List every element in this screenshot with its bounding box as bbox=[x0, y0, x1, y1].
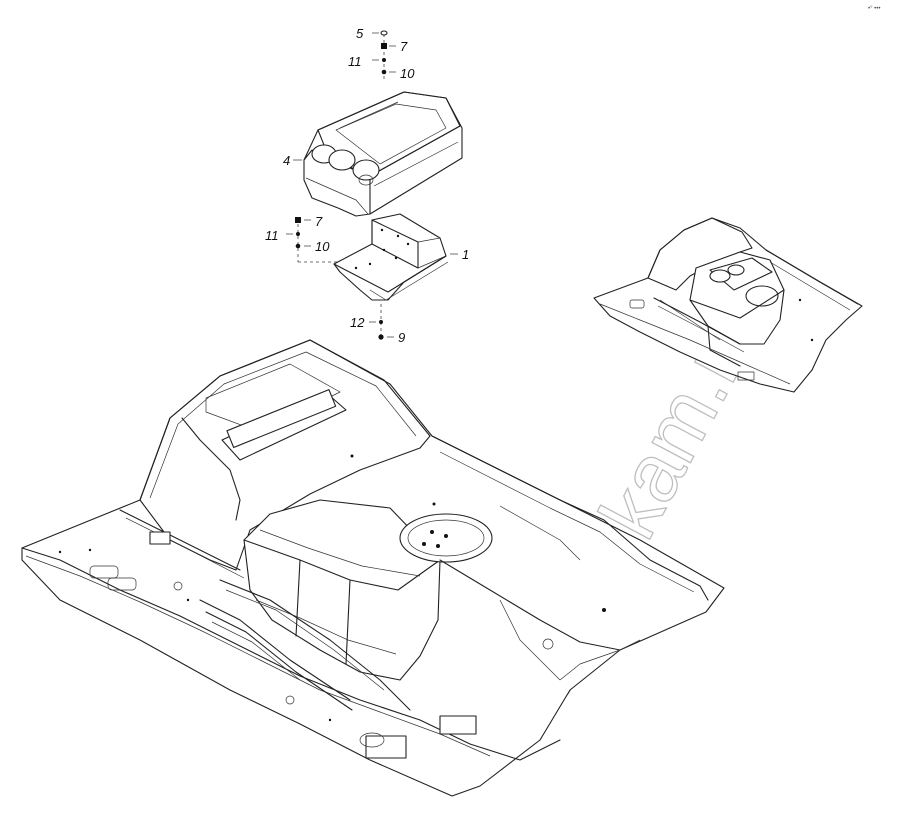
callout-labels: 5 7 11 10 4 7 11 10 1 12 9 bbox=[265, 26, 469, 345]
callout-10-mid: 10 bbox=[315, 239, 330, 254]
assembly-reference-view bbox=[593, 217, 863, 393]
fastener-stack-mid bbox=[286, 217, 340, 263]
callout-5: 5 bbox=[356, 26, 364, 41]
fastener-stack-bottom bbox=[369, 304, 394, 340]
fastener-stack-top bbox=[372, 30, 396, 82]
callout-10-top: 10 bbox=[400, 66, 415, 81]
callout-7-mid: 7 bbox=[315, 214, 323, 229]
callout-11-top: 11 bbox=[348, 54, 362, 69]
cab-floor-panel bbox=[21, 339, 725, 797]
callout-4: 4 bbox=[283, 153, 290, 168]
callout-9: 9 bbox=[398, 330, 405, 345]
callout-1: 1 bbox=[462, 247, 469, 262]
callout-12: 12 bbox=[350, 315, 365, 330]
corner-mark: •° ••• bbox=[868, 6, 880, 12]
callout-11-mid: 11 bbox=[265, 228, 279, 243]
callout-7-top: 7 bbox=[400, 39, 408, 54]
console-cover bbox=[303, 91, 463, 217]
mounting-bracket bbox=[333, 213, 458, 301]
